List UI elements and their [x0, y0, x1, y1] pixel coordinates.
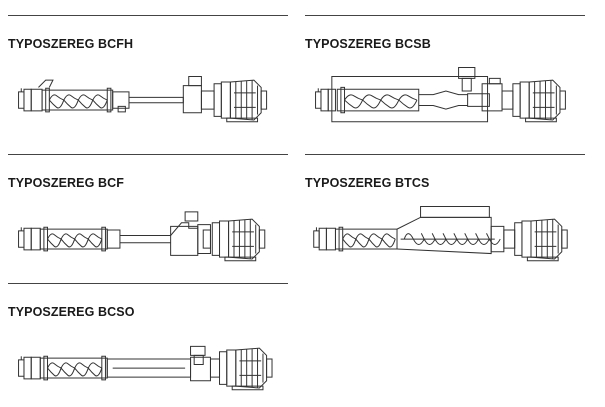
series-title: TYPOSZEREG BCSB [305, 37, 431, 51]
divider-line [8, 15, 288, 16]
series-title: TYPOSZEREG BTCS [305, 176, 430, 190]
pump-drawing [313, 192, 577, 278]
pump-diagram [313, 192, 577, 278]
pump-diagram [16, 53, 280, 139]
pump-diagram [16, 192, 280, 278]
series-title: TYPOSZEREG BCF [8, 176, 124, 190]
divider-line [8, 154, 288, 155]
series-title: TYPOSZEREG BCFH [8, 37, 134, 51]
pump-drawing [16, 53, 280, 139]
series-bcfh: TYPOSZEREG BCFH [8, 15, 288, 135]
series-bcsb: TYPOSZEREG BCSB [305, 15, 585, 135]
divider-line [305, 15, 585, 16]
pump-diagram [16, 321, 280, 407]
pump-diagram [313, 53, 577, 139]
divider-line [305, 154, 585, 155]
series-bcso: TYPOSZEREG BCSO [8, 283, 288, 403]
pump-drawing [313, 53, 577, 139]
series-bcf: TYPOSZEREG BCF [8, 154, 288, 274]
pump-drawing [16, 192, 280, 278]
series-btcs: TYPOSZEREG BTCS [305, 154, 585, 274]
divider-line [8, 283, 288, 284]
pump-drawing [16, 321, 280, 407]
series-title: TYPOSZEREG BCSO [8, 305, 135, 319]
